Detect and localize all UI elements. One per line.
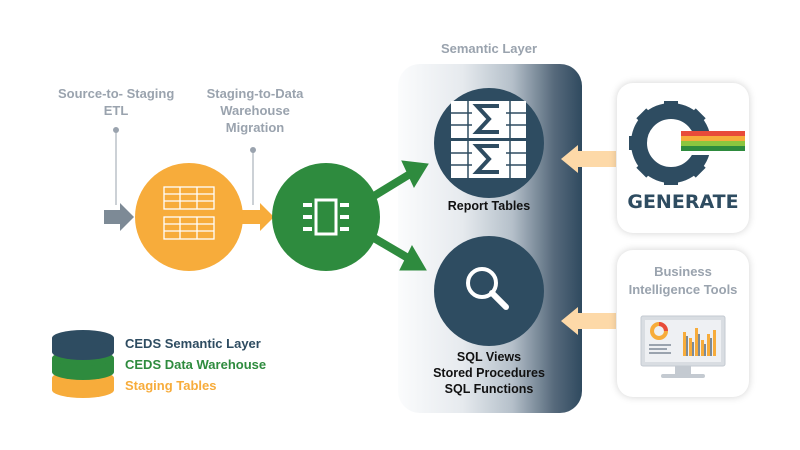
sql-functions-label: SQL Functions bbox=[444, 382, 534, 396]
table-icon bbox=[163, 186, 215, 240]
pointer-lines bbox=[113, 127, 256, 205]
sql-views-label: SQL Views bbox=[456, 350, 522, 364]
staging-to-dw-label: Staging-to-Data Warehouse Migration bbox=[200, 85, 310, 136]
sql-objects-caption: SQL Views Stored Procedures SQL Function… bbox=[410, 349, 568, 397]
bi-tools-card: Business Intelligence Tools bbox=[617, 250, 749, 397]
generate-input-arrow bbox=[561, 145, 616, 173]
staging-to-warehouse-arrow bbox=[240, 203, 274, 231]
source-to-staging-label: Source-to- Staging ETL bbox=[58, 85, 174, 119]
staging-to-dw-line2: Warehouse bbox=[220, 103, 290, 118]
bi-tools-line2: Intelligence Tools bbox=[628, 282, 738, 297]
legend-staging-label: Staging Tables bbox=[125, 378, 217, 393]
report-tables-caption: Report Tables bbox=[447, 199, 531, 213]
source-to-staging-line2: ETL bbox=[103, 103, 129, 118]
stored-procedures-label: Stored Procedures bbox=[433, 366, 545, 380]
generate-card: GENERATE bbox=[617, 83, 749, 233]
chip-icon bbox=[303, 198, 349, 236]
sum-table-icon bbox=[451, 101, 526, 178]
sql-circle bbox=[434, 236, 544, 346]
source-input-arrow bbox=[104, 203, 134, 231]
warehouse-circle bbox=[272, 163, 380, 271]
semantic-layer-title: Semantic Layer bbox=[440, 41, 538, 56]
staging-to-dw-line3: Migration bbox=[225, 120, 285, 135]
legend-warehouse-label: CEDS Data Warehouse bbox=[125, 357, 267, 372]
staging-to-dw-line1: Staging-to-Data bbox=[206, 86, 304, 101]
generate-logo-text: GENERATE bbox=[627, 191, 739, 213]
legend-semantic-label: CEDS Semantic Layer bbox=[125, 336, 261, 351]
warehouse-to-report-arrow bbox=[371, 160, 429, 200]
bi-tools-label: Business Intelligence Tools bbox=[617, 263, 749, 299]
warehouse-to-sql-arrow bbox=[371, 234, 427, 271]
magnifier-icon bbox=[466, 267, 509, 310]
bi-input-arrow bbox=[561, 307, 616, 335]
source-to-staging-line1: Source-to- Staging bbox=[58, 86, 175, 101]
bi-tools-line1: Business bbox=[654, 264, 712, 279]
legend-semantic-disk bbox=[52, 330, 114, 360]
gear-logo-icon bbox=[629, 101, 749, 185]
monitor-dashboard-icon bbox=[640, 315, 726, 378]
legend-database-icon bbox=[52, 330, 114, 398]
